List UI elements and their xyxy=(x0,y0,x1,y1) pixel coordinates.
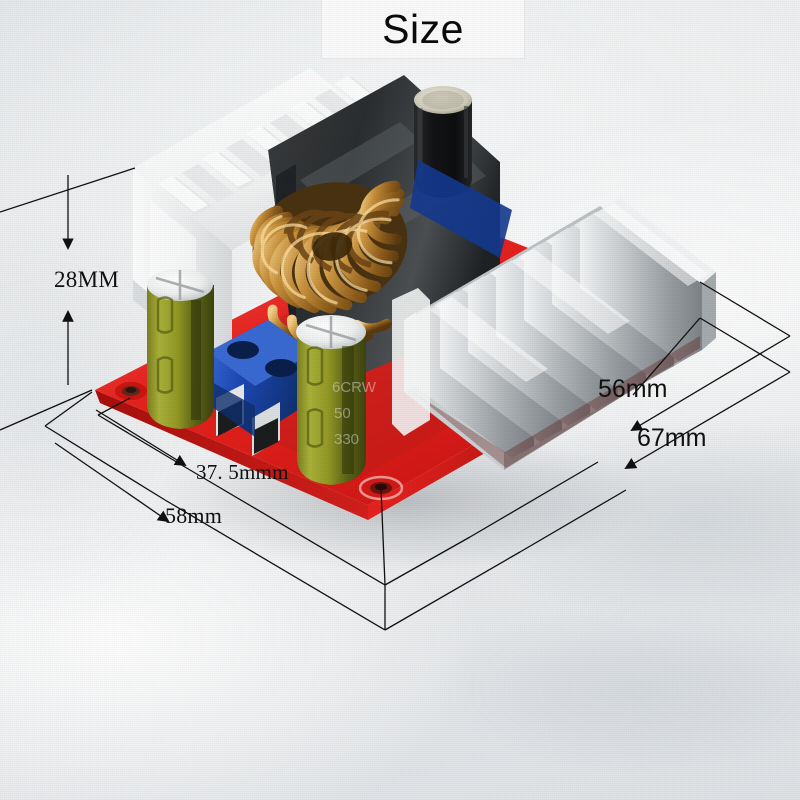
size-title-label: Size xyxy=(382,5,464,52)
dimension-label-pcb-depth: 67mm xyxy=(637,424,707,452)
dim-arrow-56mm xyxy=(630,335,791,431)
dim-arrow-58mm xyxy=(54,442,170,523)
dimension-label-pcb-width: 58mm xyxy=(165,503,223,528)
olive-electrolytic-capacitor: 6CRW 50 330 xyxy=(296,315,377,485)
dimension-label-inner-depth: 56mm xyxy=(598,375,668,403)
blue-screw-terminal-block xyxy=(208,160,512,456)
ext-375mm-b xyxy=(97,397,131,416)
dim-67mm-bottom-leader xyxy=(519,489,627,553)
ext-375mm-a xyxy=(97,414,191,471)
pcb-mounting-hole xyxy=(115,382,147,400)
dimension-label-height: 28MM xyxy=(54,267,120,292)
dim-leader-to-hole xyxy=(380,487,386,586)
toroidal-copper-inductor xyxy=(249,180,408,314)
white-standoff xyxy=(392,288,430,436)
ext-58mm-b xyxy=(44,391,93,427)
dim-frame-bottom-inner xyxy=(189,469,386,586)
ext-line-bottom xyxy=(0,389,93,431)
dimension-label-inner-width: 37. 5mmm xyxy=(196,460,289,484)
dim-arrow-375mm xyxy=(95,409,187,467)
olive-electrolytic-capacitor xyxy=(147,269,214,429)
silver-aluminum-heatsink xyxy=(404,198,716,470)
svg-text:50: 50 xyxy=(334,405,351,422)
ext-56mm-top xyxy=(699,281,791,337)
dim-arrow-67mm xyxy=(624,371,791,469)
dim-frame-bottom-right xyxy=(384,551,521,631)
dim-frame-bottom-right-inner xyxy=(384,536,471,586)
dim-frame-bottom-left xyxy=(164,499,386,631)
ext-67mm-top xyxy=(699,317,791,373)
dim-56mm-bottom-leader xyxy=(469,461,599,538)
svg-text:6CRW: 6CRW xyxy=(332,379,377,396)
dim-56mm-leader xyxy=(632,317,701,396)
svg-text:330: 330 xyxy=(334,431,359,448)
size-title-chip: Size xyxy=(322,0,524,58)
ext-58mm-a xyxy=(44,425,166,501)
